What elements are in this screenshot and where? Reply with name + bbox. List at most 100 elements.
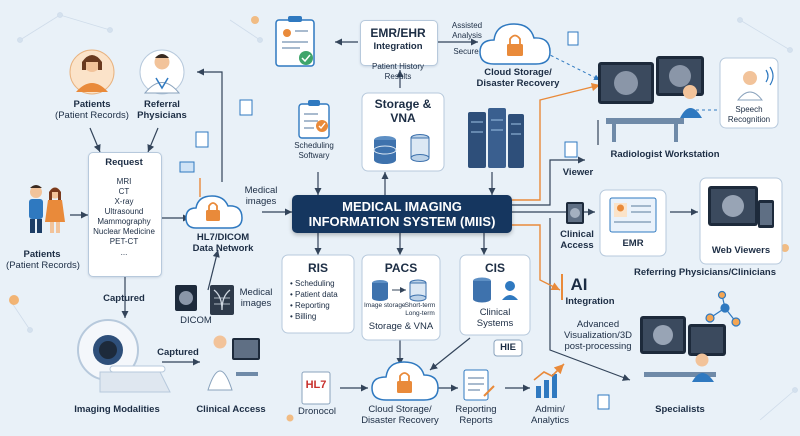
patients-top-subtitle: (Patient Records) [55,110,129,121]
specialists-label: Specialists [655,404,705,415]
hie-box [493,339,523,357]
emr-profile-icon [609,197,657,233]
advanced-line2: Visualization/3D [564,330,632,341]
request-item-pet-ct: PET-CT [109,237,139,246]
ris-item-billing: • Billing [290,312,317,321]
scheduling-label-line1: Scheduling [294,141,334,150]
referral-subtitle: Physicians [137,110,187,121]
hl7-badge: HL7 [305,379,327,391]
miis-title-line1: MEDICAL IMAGING [342,199,462,214]
ris-item-reporting: • Reporting [290,301,330,310]
database-icon [373,134,430,164]
connector-arrows [70,38,698,392]
floating-documents-icon [179,31,610,410]
patients-left-subtitle: (Patient Records) [6,260,80,271]
ai-title: AI [570,275,588,294]
orange-connectors [199,82,601,291]
pacs-footer: Storage & VNA [368,321,434,332]
cis-title: CIS [484,261,505,275]
ris-item-scheduling: • Scheduling [290,279,335,288]
admin-line2: Analytics [530,415,569,426]
glow-dot-decoration [9,16,789,422]
imaging-modalities-label: Imaging Modalities [74,404,160,415]
advanced-line1: Advanced [576,319,620,330]
request-item-xray: X-ray [114,197,134,206]
specialist-workstation-icon [640,316,726,382]
emr-ehr-card [360,20,438,66]
patients-top-title: Patients [73,99,111,110]
speech-label-line2: Recognition [727,115,771,124]
hl7-document-icon [301,371,331,405]
cis-database-icon [473,277,518,303]
medical-images-top-line1: Medical [244,185,278,196]
scheduling-label-line2: Softwary [298,151,330,160]
molecule-icon [705,290,741,327]
viewer-label: Viewer [562,167,594,178]
dronocol-label: Dronocol [297,406,337,417]
request-title: Request [105,157,143,168]
clinical-access-right-line2: Access [560,240,594,251]
network-label-line1: HL7/DICOM [196,232,250,243]
request-item-more: ... [120,248,128,257]
emr-clipboard-icon [275,16,315,67]
request-item-nuclear-medicine: Nuclear Medicine [93,227,155,236]
assisted-analysis-line1: Assisted [451,21,483,30]
storage-vna-title-line2: VNA [390,111,416,125]
request-item-ultrasound: Ultrasound [104,207,144,216]
pacs-storage-icon [372,279,427,302]
cloud-bottom-line1: Cloud Storage/ [368,404,432,415]
miis-title-line2: INFORMATION SYSTEM (MIIS) [308,214,496,229]
patient-family-icon [29,185,65,233]
medical-images-top-line2: images [245,196,277,207]
web-viewers-label: Web Viewers [711,245,771,256]
cloud-top-line1: Cloud Storage/ [484,67,552,78]
ris-title: RIS [307,261,328,275]
cis-card [459,254,531,336]
pacs-long-term: Long-term [405,310,435,317]
clinical-access-icon [566,202,584,224]
cis-line2: Systems [476,318,514,329]
dicom-label: DICOM [180,315,212,326]
secure-label: Secure [453,47,479,56]
speech-label-line1: Speech [735,105,763,114]
emr-label: EMR [622,238,644,249]
captured-left-label: Captured [103,293,145,304]
ris-card [281,254,355,334]
hie-label: HIE [500,342,516,353]
mri-scanner-icon [77,319,171,393]
background-network-decoration [9,12,798,421]
patient-woman-icon [69,49,115,95]
cloud-storage-top-icon [479,23,551,65]
referring-physicians-label: Referring Physicians/Clinicians [633,267,777,278]
storage-vna-title-line1: Storage & [374,97,432,111]
pacs-title: PACS [384,261,418,275]
emr-ehr-title-line2: Integration [373,41,423,52]
clinical-access-doctor-icon [207,335,260,391]
pacs-card [361,254,441,341]
network-cloud-lock-icon [185,195,243,229]
scheduling-clipboard-icon [298,100,330,139]
request-card [88,152,162,277]
xray-chest-icon [210,285,234,315]
pacs-image-storage: Image storage [364,302,406,309]
ris-item-patient-data: • Patient data [290,290,338,299]
dashed-connectors [539,49,730,111]
patient-history-line2: Results [384,72,412,81]
admin-line1: Admin/ [535,404,565,415]
network-label-line2: Data Network [192,243,254,254]
patients-left-title: Patients [23,249,61,260]
referral-title: Referral [144,99,180,110]
medical-images-bottom-line2: images [240,298,272,309]
cloud-top-line2: Disaster Recovery [476,78,560,89]
captured-bottom-label: Captured [157,347,199,358]
referral-physician-icon [139,49,185,95]
web-viewer-monitor-icon [708,186,774,228]
ai-subtitle: Integration [565,296,615,307]
miis-banner: MEDICAL IMAGING INFORMATION SYSTEM (MIIS… [292,195,512,233]
radiologist-workstation-icon [598,56,704,142]
speech-doctor-icon [736,66,774,101]
request-item-mri: MRI [116,177,132,186]
reporting-line1: Reporting [455,404,497,415]
request-item-mammography: Mammography [97,217,151,226]
